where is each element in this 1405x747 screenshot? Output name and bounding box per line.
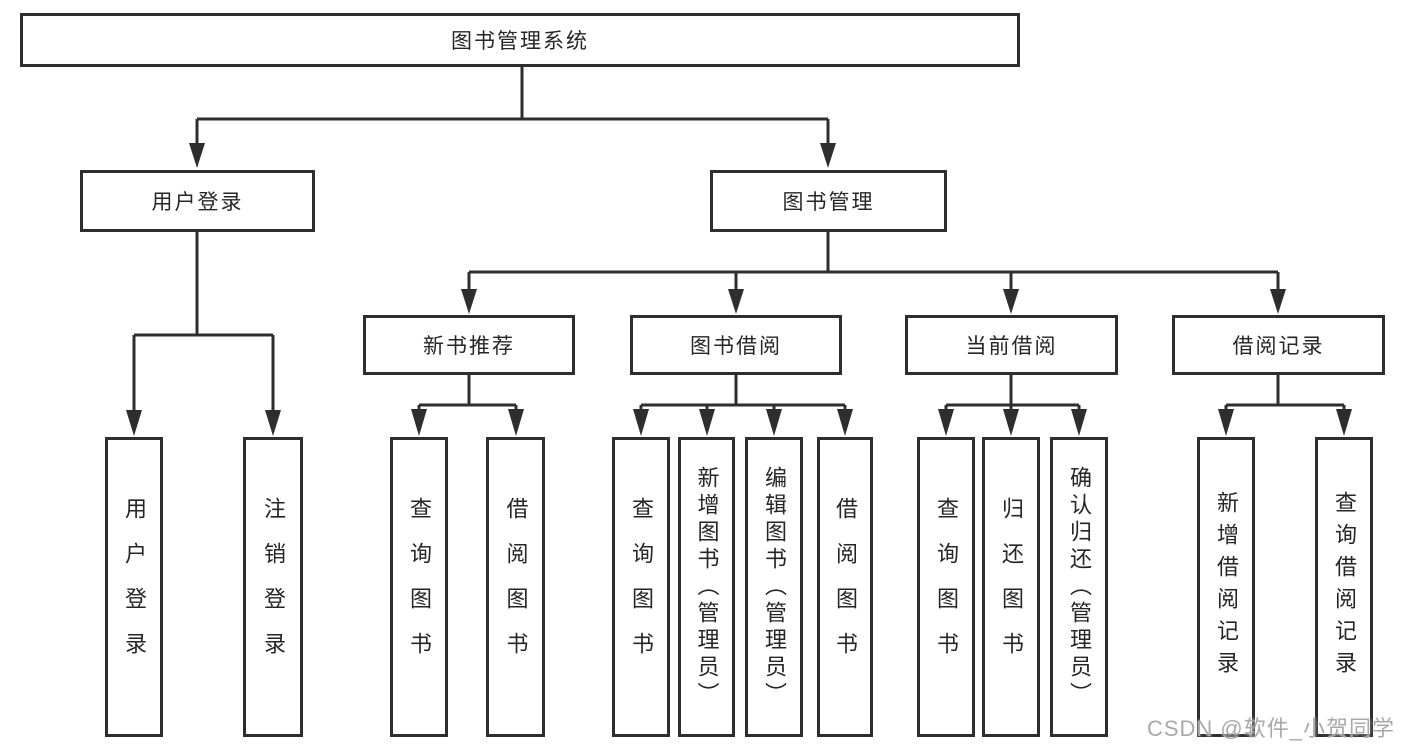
node-borrow-records: 借阅记录 [1172,315,1385,375]
connector-login-split [132,232,275,413]
node-leaf-confirm-return-admin: 确认归还（管理员） [1050,437,1108,737]
node-book-manage: 图书管理 [710,170,947,232]
arrow-down-icon [126,410,142,436]
node-leaf-query-books-1: 查询图书 [390,437,448,737]
node-label: 注销登录 [261,497,286,677]
node-current-borrow: 当前借阅 [905,315,1118,375]
arrowheads [126,143,1352,436]
arrow-down-icon [938,409,954,436]
node-label: 归还图书 [999,497,1024,677]
node-label: 查询图书 [407,497,432,677]
node-leaf-query-borrow-record: 查询借阅记录 [1315,437,1373,737]
connector-manage-split [467,232,1280,292]
node-leaf-add-borrow-record: 新增借阅记录 [1197,437,1255,737]
node-label: 借阅图书 [503,497,529,677]
connector-root-to-level2 [195,67,830,146]
arrow-down-icon [508,409,524,436]
node-new-books: 新书推荐 [363,315,575,375]
node-leaf-logout: 注销登录 [243,437,303,737]
node-label: 编辑图书（管理员） [762,465,787,709]
node-label: 新增图书（管理员） [694,465,720,709]
node-leaf-borrow-books-1: 借阅图书 [486,437,545,737]
arrow-down-icon [1218,409,1234,436]
node-leaf-return-books: 归还图书 [982,437,1040,737]
node-label: 确认归还（管理员） [1067,465,1092,709]
arrow-down-icon [189,143,205,168]
node-user-login: 用户登录 [80,170,315,232]
arrow-down-icon [820,143,836,168]
node-leaf-user-login: 用户登录 [105,437,163,737]
arrow-down-icon [1270,289,1286,314]
arrow-down-icon [1003,289,1019,314]
node-leaf-query-books-3: 查询图书 [917,437,975,737]
node-root: 图书管理系统 [20,13,1020,67]
arrow-down-icon [699,409,715,436]
node-leaf-query-books-2: 查询图书 [612,437,670,737]
watermark: CSDN @软件_小贺同学 [1146,716,1395,741]
arrow-down-icon [837,409,853,436]
arrow-down-icon [633,409,649,436]
arrow-down-icon [728,289,744,314]
node-label: 借阅图书 [833,497,858,677]
node-label: 用户登录 [122,497,147,677]
node-book-borrow: 图书借阅 [630,315,842,375]
arrow-down-icon [461,289,477,314]
arrow-down-icon [1071,409,1087,436]
node-leaf-borrow-books-2: 借阅图书 [817,437,873,737]
node-label: 新增借阅记录 [1214,491,1239,683]
connector-lines [132,67,1346,413]
arrow-down-icon [1336,409,1352,436]
node-label: 查询图书 [629,497,654,677]
connector-section-splits [417,375,1346,412]
node-leaf-edit-books-admin: 编辑图书（管理员） [745,437,803,737]
arrow-down-icon [1003,409,1019,436]
arrow-down-icon [265,410,281,436]
arrow-down-icon [411,409,427,436]
node-label: 查询借阅记录 [1332,491,1357,683]
node-leaf-add-books-admin: 新增图书（管理员） [678,437,735,737]
arrow-down-icon [766,409,782,436]
node-label: 查询图书 [934,497,959,677]
